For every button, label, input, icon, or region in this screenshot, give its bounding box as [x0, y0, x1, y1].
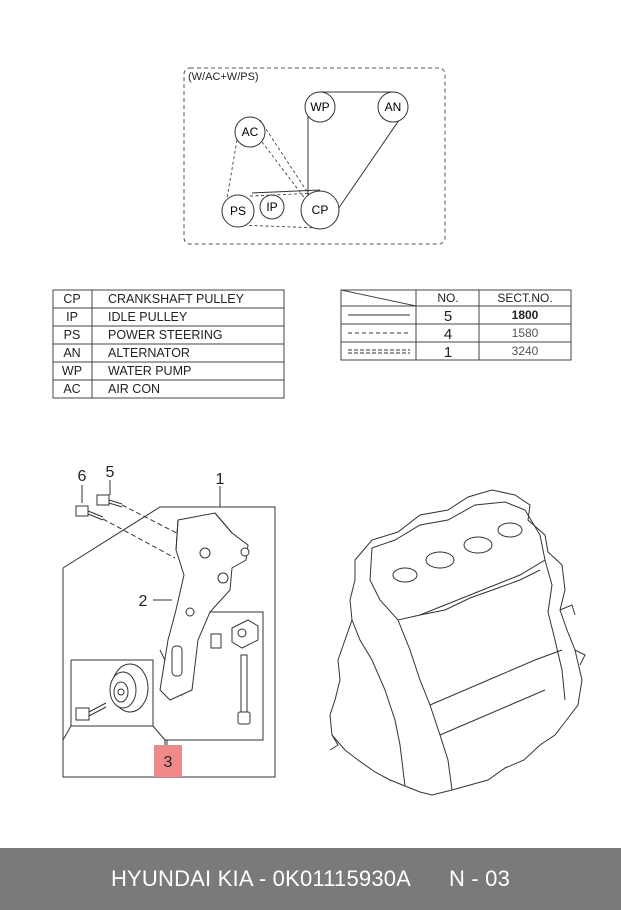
header-diagonal [340, 289, 417, 307]
bolt-6 [75, 505, 104, 521]
callout-6: 6 [78, 468, 87, 485]
pulley-wp-label: WP [310, 100, 329, 114]
adjuster-nut [210, 633, 222, 649]
pulley-ip [259, 194, 285, 220]
legend-name: POWER STEERING [108, 328, 223, 342]
footer-brand: HYUNDAI KIA - 0K01115930A [110, 866, 412, 891]
footer-spacer [411, 866, 449, 892]
pulley-cp [300, 190, 340, 230]
long-bolt [237, 654, 251, 725]
belt-row-sect: 3240 [512, 344, 539, 358]
col-header-no: NO. [437, 291, 458, 305]
callout-5: 5 [106, 464, 115, 481]
legend-name: IDLE PULLEY [108, 310, 188, 324]
pulley-cp-label: CP [312, 203, 329, 217]
belt-dashed [225, 119, 321, 229]
legend-code: AN [63, 346, 80, 360]
belt-diagram-label: (W/AC+W/PS) [188, 71, 259, 83]
callout-3-highlight [154, 745, 182, 777]
belt-row-sect: 1800 [512, 308, 539, 322]
legend-name: WATER PUMP [108, 364, 191, 378]
parts-diagram: (W/AC+W/PS) WP AN AC PS IP CP [52, 67, 586, 796]
assembly-frame [62, 506, 276, 778]
pulley-an [377, 91, 409, 123]
pulley-ac [234, 116, 266, 148]
callout-3: 3 [164, 754, 173, 771]
legend-code: IP [66, 310, 78, 324]
exploded-parts-view [62, 480, 276, 778]
belt-routing-diagram: (W/AC+W/PS) WP AN AC PS IP CP [183, 67, 446, 245]
bracket [159, 512, 250, 701]
belt-diagram-frame [183, 67, 446, 245]
pulley-an-label: AN [385, 100, 402, 114]
col-header-sect: SECT.NO. [497, 291, 552, 305]
legend-name: CRANKSHAFT PULLEY [108, 292, 245, 306]
engine-block [329, 489, 586, 796]
belt-row-no: 4 [444, 326, 452, 343]
bolt-5 [96, 494, 123, 508]
belt-row-sect: 1580 [512, 326, 539, 340]
adjuster-block [231, 619, 259, 649]
legend-table: CP CRANKSHAFT PULLEY IP IDLE PULLEY PS P… [52, 289, 285, 399]
callout-1: 1 [216, 471, 225, 488]
belt-solid [251, 91, 407, 213]
pulley-wp [304, 91, 336, 123]
footer-page: N - 03 [448, 866, 511, 891]
legend-code: WP [62, 364, 82, 378]
legend-code: PS [64, 328, 81, 342]
legend-code: AC [63, 382, 80, 396]
callout-2: 2 [139, 593, 148, 610]
belt-section-table: NO. SECT.NO. 5 1800 4 1580 1 3240 [340, 289, 572, 361]
pulley-ip-label: IP [266, 200, 277, 214]
pulley-bolt [75, 702, 107, 721]
idle-pulley [109, 663, 149, 713]
footer-bar: HYUNDAI KIA - 0K01115930A N - 03 [0, 848, 621, 910]
pulley-ps [221, 194, 255, 228]
belt-row-no: 1 [444, 344, 452, 361]
pulley-ac-label: AC [242, 125, 259, 139]
pulley-ps-label: PS [230, 204, 246, 218]
legend-name: ALTERNATOR [108, 346, 190, 360]
legend-name: AIR CON [108, 382, 160, 396]
legend-code: CP [63, 292, 80, 306]
belt-row-no: 5 [444, 308, 452, 325]
